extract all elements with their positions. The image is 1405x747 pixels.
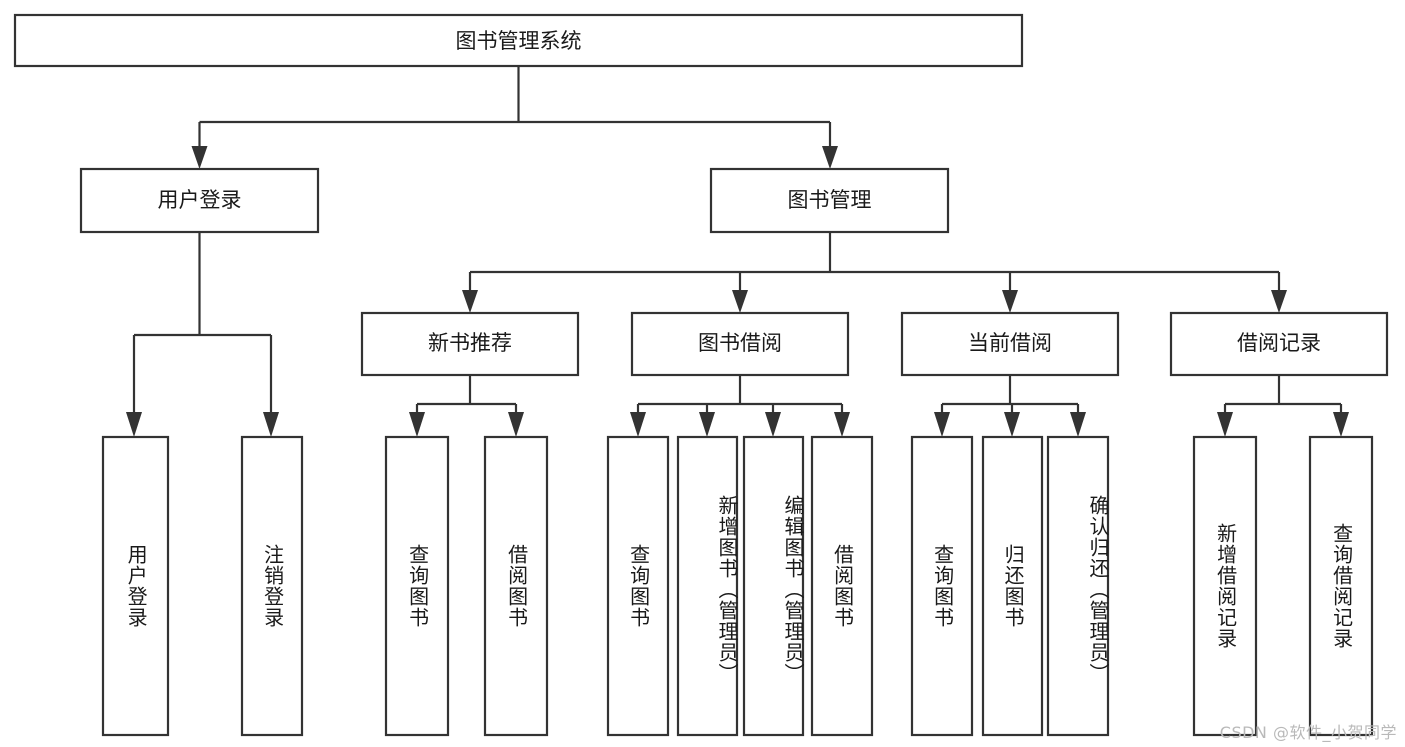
arrow-bookmgmt-to-borrow	[732, 290, 748, 313]
arrow-record-to-leaf2	[1333, 412, 1349, 437]
node-borrow-record-box[interactable]	[1169, 311, 1389, 377]
leaf-user-logout-box[interactable]	[240, 435, 304, 737]
node-book-borrow-label: 图书借阅	[698, 331, 782, 355]
node-new-book-recommend-box[interactable]	[360, 311, 580, 377]
arrow-record-to-leaf1	[1217, 412, 1233, 437]
arrow-newbook-to-leaf1	[409, 412, 425, 437]
arrow-newbook-to-leaf2	[508, 412, 524, 437]
arrow-borrow-to-leaf2	[699, 412, 715, 437]
leaf-query-book-borrow-box[interactable]	[606, 435, 670, 737]
arrow-borrow-to-leaf4	[834, 412, 850, 437]
arrow-borrow-to-leaf3	[765, 412, 781, 437]
leaf-query-book-current-box[interactable]	[910, 435, 974, 737]
arrow-current-to-leaf3	[1070, 412, 1086, 437]
leaf-edit-book-admin-box[interactable]	[742, 435, 805, 737]
node-book-management-label: 图书管理	[788, 188, 872, 212]
leaf-borrow-book-box[interactable]	[810, 435, 874, 737]
arrow-bookmgmt-to-record	[1271, 290, 1287, 313]
arrow-bookmgmt-to-current	[1002, 290, 1018, 313]
node-book-borrow-box[interactable]	[630, 311, 850, 377]
leaf-add-borrow-record-box[interactable]	[1192, 435, 1258, 737]
csdn-watermark: CSDN @软件_小贺同学	[1219, 723, 1397, 742]
node-current-borrow-label: 当前借阅	[968, 331, 1052, 355]
leaf-add-book-admin-box[interactable]	[676, 435, 739, 737]
arrow-bookmgmt-to-newbook	[462, 290, 478, 313]
leaf-return-book-box[interactable]	[981, 435, 1044, 737]
node-borrow-record-label: 借阅记录	[1237, 331, 1321, 355]
node-box-group: 图书管理系统 用户登录 图书管理 新书推荐 图书借阅 当前借阅 借阅记录	[13, 13, 1389, 737]
node-root-box[interactable]	[13, 13, 1024, 68]
leaf-query-borrow-record-box[interactable]	[1308, 435, 1374, 737]
leaf-borrow-book-newrec-box[interactable]	[483, 435, 549, 737]
arrow-userlogin-to-leaf2	[263, 412, 279, 437]
arrow-borrow-to-leaf1	[630, 412, 646, 437]
node-root-label: 图书管理系统	[456, 29, 582, 53]
arrow-current-to-leaf1	[934, 412, 950, 437]
node-user-login-box[interactable]	[79, 167, 320, 234]
leaf-confirm-return-admin-box[interactable]	[1046, 435, 1110, 737]
leaf-user-login-box[interactable]	[101, 435, 170, 737]
leaf-query-book-newrec-box[interactable]	[384, 435, 450, 737]
node-user-login-label: 用户登录	[158, 188, 242, 212]
arrow-root-to-user-login	[191, 146, 208, 169]
connector-group	[126, 66, 1349, 437]
node-current-borrow-box[interactable]	[900, 311, 1120, 377]
node-book-management-box[interactable]	[709, 167, 950, 234]
arrow-userlogin-to-leaf1	[126, 412, 142, 437]
arrow-current-to-leaf2	[1004, 412, 1020, 437]
arrow-root-to-book-mgmt	[822, 146, 838, 169]
node-new-book-recommend-label: 新书推荐	[428, 331, 512, 355]
